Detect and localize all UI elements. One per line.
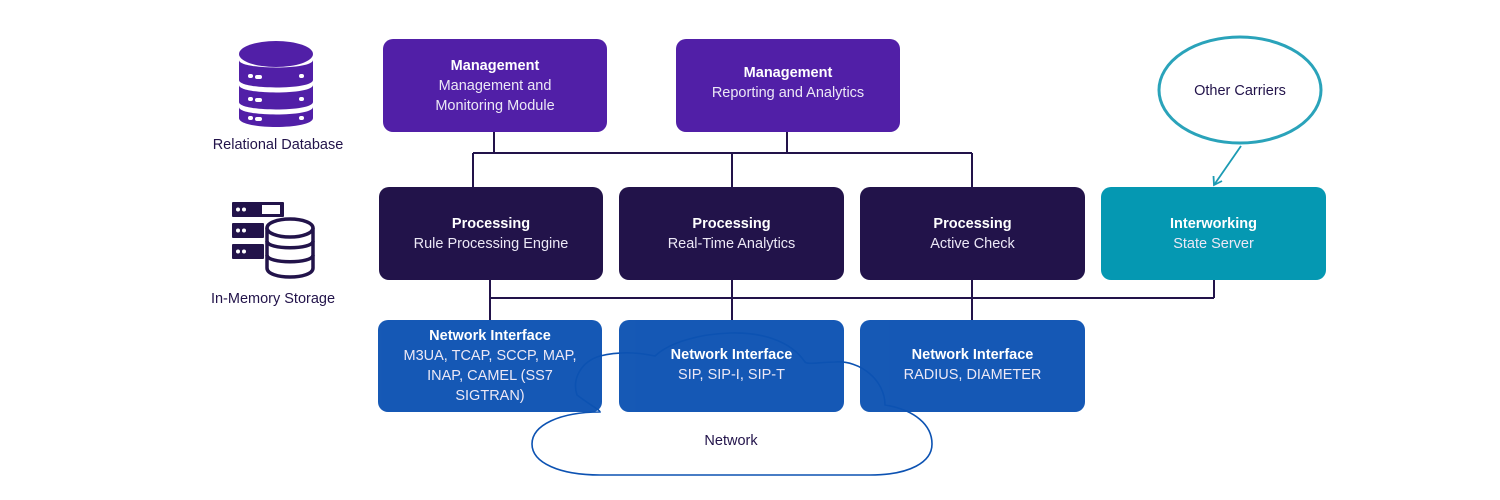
relational-database-label: Relational Database [212, 137, 344, 153]
management-reporting-box[interactable]: Management Reporting and Analytics [676, 39, 900, 132]
arrowhead-icon [1212, 175, 1223, 187]
management-connectors [472, 132, 973, 187]
box-title: Management [743, 65, 833, 81]
box-subtitle: RADIUS, DIAMETER [903, 367, 1042, 383]
interworking-state-server-box[interactable]: Interworking State Server [1101, 187, 1326, 280]
box-subtitle: State Server [1173, 235, 1254, 252]
box-subtitle: Management and Monitoring Module [435, 77, 555, 114]
network-interface-radius-box[interactable]: Network Interface RADIUS, DIAMETER [860, 320, 1085, 412]
box-title: Processing [451, 215, 531, 232]
box-title: Processing [692, 215, 771, 232]
box-title: Network Interface [911, 347, 1034, 363]
server-database-icon [232, 202, 315, 279]
carrier-arrow [1212, 145, 1242, 187]
other-carriers-label: Other Carriers [1194, 83, 1286, 99]
network-interface-ss7-box[interactable]: Network Interface M3UA, TCAP, SCCP, MAP,… [378, 320, 602, 412]
database-icon [239, 41, 313, 127]
processing-realtime-analytics-box[interactable]: Processing Real-Time Analytics [619, 187, 844, 280]
processing-active-check-box[interactable]: Processing Active Check [860, 187, 1085, 280]
other-carriers-ellipse [1157, 35, 1323, 145]
box-title: Processing [933, 215, 1012, 232]
box-title: Network Interface [429, 328, 551, 344]
box-title: Interworking [1169, 215, 1257, 232]
box-title: Management [450, 57, 540, 74]
processing-rule-engine-box[interactable]: Processing Rule Processing Engine [379, 187, 603, 280]
box-subtitle: SIP, SIP-I, SIP-T [678, 367, 785, 383]
in-memory-storage-label: In-Memory Storage [210, 291, 336, 307]
box-subtitle: Real-Time Analytics [667, 235, 796, 252]
network-interface-sip-box[interactable]: Network Interface SIP, SIP-I, SIP-T [619, 320, 844, 412]
box-subtitle: Reporting and Analytics [711, 85, 865, 101]
box-subtitle: Active Check [930, 235, 1015, 252]
management-monitoring-box[interactable]: Management Management and Monitoring Mod… [383, 39, 607, 132]
processing-connectors [489, 280, 1215, 320]
network-label: Network [704, 433, 758, 449]
box-title: Network Interface [670, 347, 793, 363]
box-subtitle: Rule Processing Engine [413, 235, 569, 252]
box-subtitle: M3UA, TCAP, SCCP, MAP, INAP, CAMEL (SS7 … [403, 348, 577, 404]
